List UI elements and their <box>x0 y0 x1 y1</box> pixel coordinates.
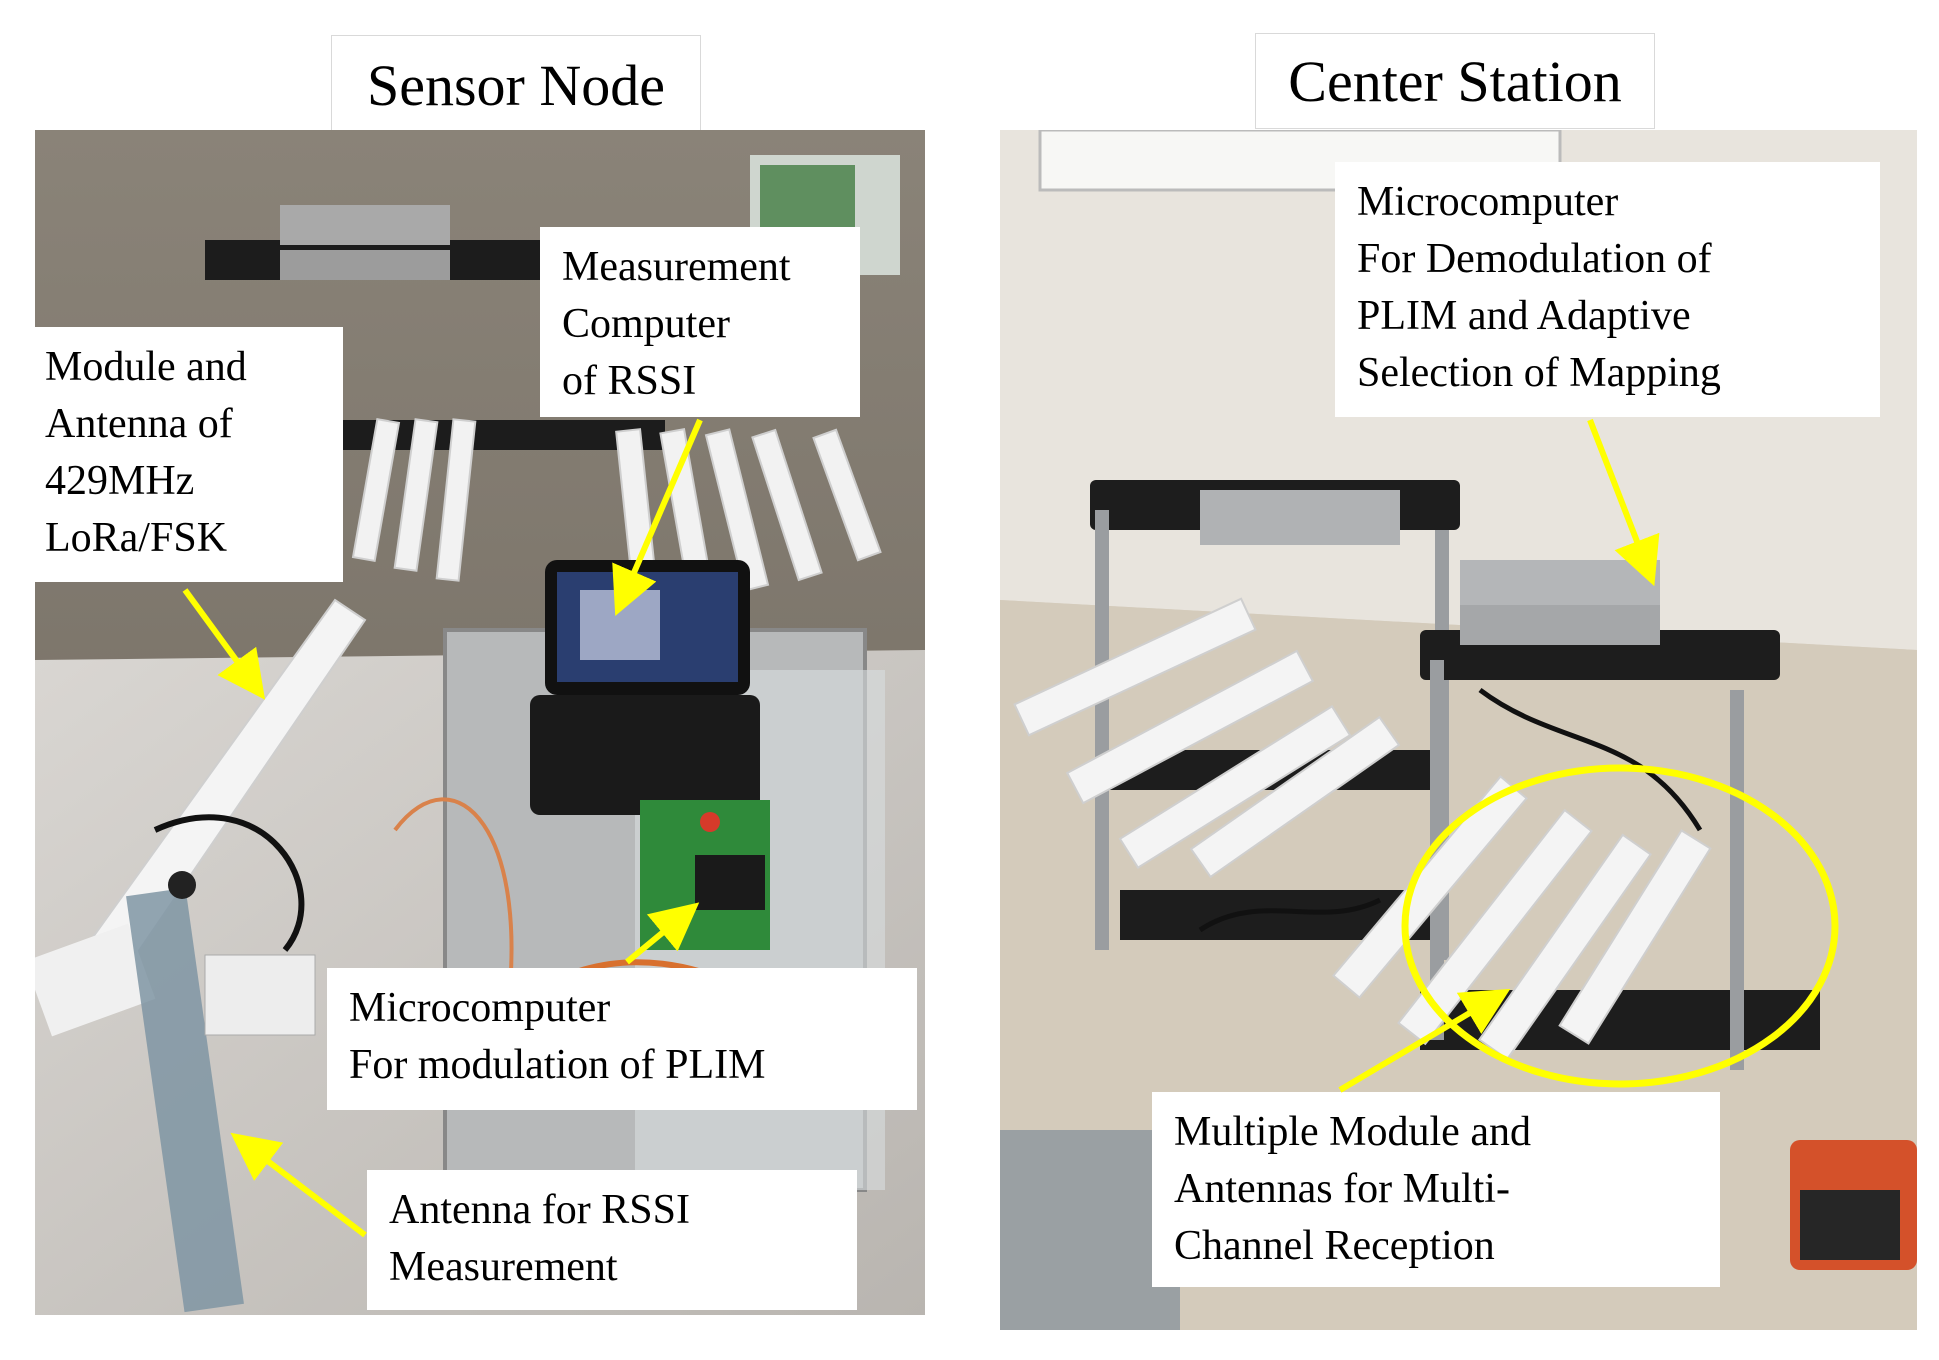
label-module-antenna: Module and Antenna of 429MHz LoRa/FSK <box>23 327 343 582</box>
label-antenna-rssi: Antenna for RSSI Measurement <box>367 1170 857 1310</box>
label-sensor-microcomputer: Microcomputer For modulation of PLIM <box>327 968 917 1110</box>
label-center-microcomputer: Microcomputer For Demodulation of PLIM a… <box>1335 162 1880 417</box>
label-multiple-modules: Multiple Module and Antennas for Multi- … <box>1152 1092 1720 1287</box>
label-measurement-computer: Measurement Computer of RSSI <box>540 227 860 417</box>
center-station-title: Center Station <box>1255 33 1655 129</box>
sensor-node-title: Sensor Node <box>331 35 701 135</box>
